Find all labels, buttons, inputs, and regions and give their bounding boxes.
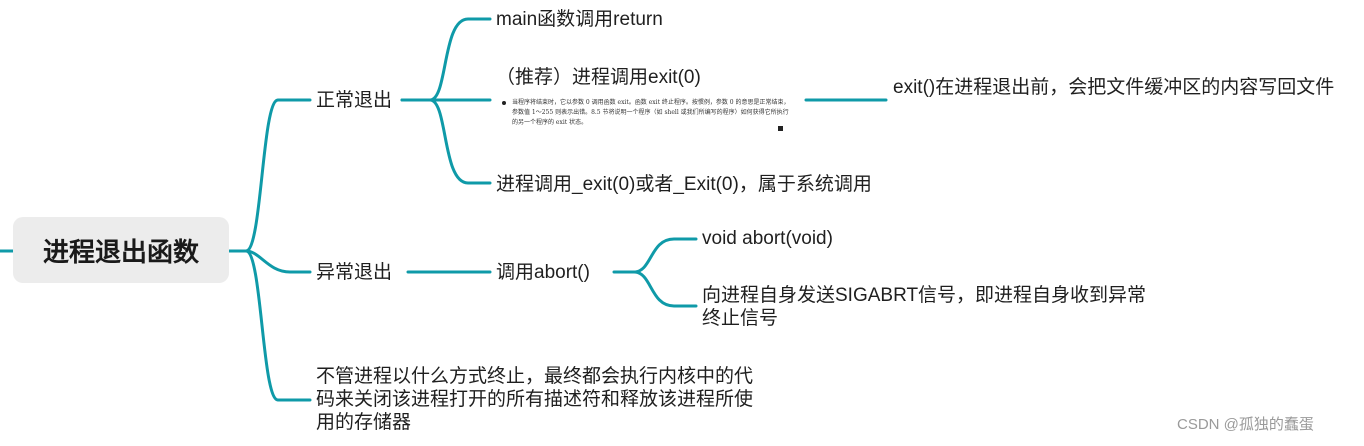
- connector-root-to-abnormal: [228, 249, 312, 274]
- connector-abort-to-description: [632, 270, 698, 308]
- node-abort-signature[interactable]: void abort(void): [702, 228, 833, 249]
- book-excerpt-image: 当程序将结束时，它以参数 0 调用函数 exit。函数 exit 终止程序。按惯…: [500, 98, 790, 142]
- excerpt-end-mark-icon: [778, 126, 783, 131]
- branch-normal-exit[interactable]: 正常退出: [316, 90, 393, 111]
- excerpt-bullet-icon: [502, 101, 506, 105]
- watermark: CSDN @孤独的蠢蛋: [1177, 416, 1314, 433]
- branch-abnormal-exit[interactable]: 异常退出: [316, 262, 393, 283]
- root-node[interactable]: 进程退出函数: [13, 217, 229, 283]
- node-main-return[interactable]: main函数调用return: [496, 9, 663, 30]
- excerpt-text: 当程序将结束时，它以参数 0 调用函数 exit。函数 exit 终止程序。按惯…: [512, 99, 790, 126]
- node-exit-note[interactable]: exit()在进程退出前，会把文件缓冲区的内容写回文件: [893, 77, 1335, 98]
- connector-root-to-summary: [228, 249, 312, 402]
- connector-normal-to-underscore: [428, 98, 492, 185]
- branch-summary[interactable]: 不管进程以什么方式终止，最终都会执行内核中的代码来关闭该进程打开的所有描述符和释…: [316, 366, 754, 433]
- node-underscore-exit[interactable]: 进程调用_exit(0)或者_Exit(0)，属于系统调用: [496, 174, 872, 195]
- node-abort-description[interactable]: 向进程自身发送SIGABRT信号，即进程自身收到异常终止信号: [702, 285, 1147, 329]
- connector-abort-to-signature: [612, 237, 698, 274]
- connector-root-to-normal: [228, 98, 312, 253]
- node-abort-call[interactable]: 调用abort(): [496, 262, 590, 283]
- connector-normal-to-main: [400, 17, 492, 102]
- node-exit-call[interactable]: （推荐）进程调用exit(0): [496, 67, 701, 88]
